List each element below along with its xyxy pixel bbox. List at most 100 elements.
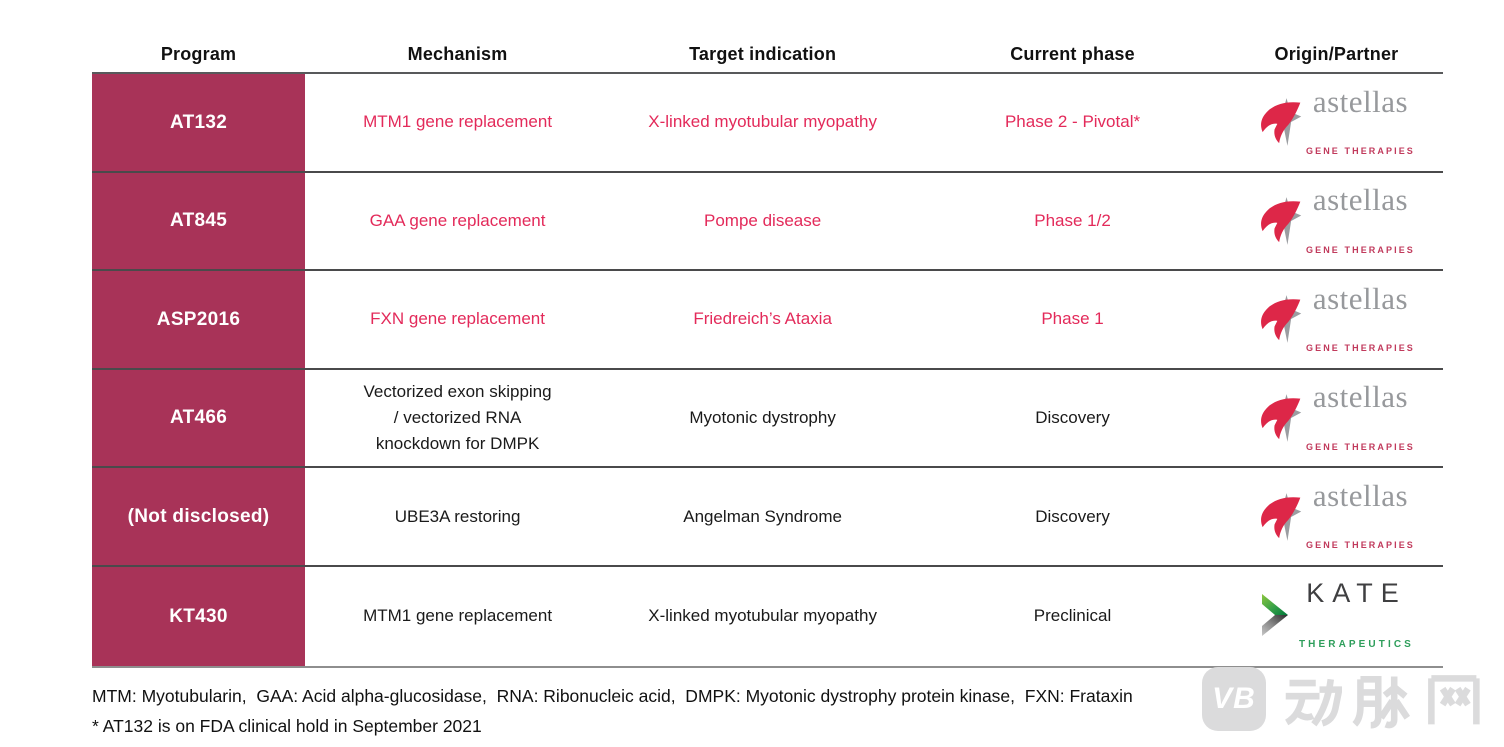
- indication-cell: Myotonic dystrophy: [610, 370, 915, 467]
- indication-cell: X-linked myotubular myopathy: [610, 567, 915, 666]
- astellas-wordmark-block: astellas GENE THERAPIES: [1306, 257, 1415, 383]
- vb-logo-label: VB: [1212, 682, 1256, 715]
- table-row-at845: AT845 GAA gene replacement Pompe disease…: [92, 172, 1443, 272]
- header-target-indication: Target indication: [689, 43, 837, 64]
- vb-logo-icon: VB: [1202, 667, 1266, 731]
- phase-value: Discovery: [1035, 407, 1110, 427]
- header-program: Program: [160, 43, 237, 64]
- partner-cell: astellas GENE THERAPIES: [1230, 370, 1443, 467]
- mechanism-value: MTM1 gene replacement: [363, 606, 553, 626]
- program-cell: AT466: [92, 369, 306, 467]
- program-cell: AT132: [92, 74, 306, 171]
- kate-chevron-icon: [1261, 594, 1288, 637]
- watermark-characters: [1282, 668, 1482, 730]
- indication-value: Friedreich’s Ataxia: [693, 309, 832, 329]
- watermark-char-mai-icon: [1352, 676, 1411, 729]
- astellas-logo: astellas GENE THERAPIES: [1258, 59, 1415, 185]
- program-cell: AT845: [92, 172, 306, 270]
- program-label: KT430: [169, 605, 228, 627]
- astellas-subtitle: GENE THERAPIES: [1305, 146, 1415, 156]
- header-current-phase: Current phase: [1010, 43, 1135, 64]
- astellas-subtitle: GENE THERAPIES: [1305, 540, 1415, 551]
- phase-value: Phase 2 - Pivotal*: [1004, 112, 1141, 132]
- footnotes: MTM: Myotubularin, GAA: Acid alpha-gluco…: [92, 681, 1133, 741]
- table-row-at132: AT132 MTM1 gene replacement X-linked myo…: [92, 74, 1443, 173]
- astellas-flying-star-icon: [1261, 98, 1302, 147]
- program-label: (Not disclosed): [127, 505, 270, 527]
- header-origin-partner: Origin/Partner: [1274, 43, 1399, 64]
- phase-cell: Phase 1/2: [915, 173, 1230, 270]
- astellas-wordmark-block: astellas GENE THERAPIES: [1306, 355, 1415, 481]
- phase-cell: Preclinical: [915, 567, 1230, 666]
- indication-cell: Pompe disease: [610, 173, 915, 270]
- header-mechanism: Mechanism: [407, 43, 508, 64]
- phase-cell: Discovery: [915, 370, 1230, 467]
- astellas-subtitle: GENE THERAPIES: [1305, 343, 1415, 354]
- table-row-asp2016: ASP2016 FXN gene replacement Friedreich’…: [92, 271, 1443, 370]
- phase-value: Phase 1/2: [1034, 210, 1111, 230]
- table-row-at466: AT466 Vectorized exon skipping / vectori…: [92, 369, 1443, 469]
- mechanism-value: Vectorized exon skipping / vectorized RN…: [363, 381, 552, 454]
- astellas-logo: astellas GENE THERAPIES: [1258, 158, 1415, 284]
- astellas-flying-star-icon: [1261, 295, 1302, 344]
- astellas-wordmark-block: astellas GENE THERAPIES: [1306, 158, 1415, 284]
- pipeline-table: Program Mechanism Target indication Curr…: [92, 36, 1443, 668]
- kate-wordmark-block: KATE THERAPEUTICS: [1299, 554, 1414, 679]
- mechanism-cell: FXN gene replacement: [305, 271, 610, 368]
- mechanism-cell: MTM1 gene replacement: [305, 567, 610, 666]
- astellas-subtitle: GENE THERAPIES: [1305, 244, 1415, 255]
- mechanism-value: UBE3A restoring: [394, 506, 521, 526]
- indication-value: Pompe disease: [704, 210, 822, 230]
- mechanism-cell: MTM1 gene replacement: [305, 74, 610, 171]
- abbreviation-note: MTM: Myotubularin, GAA: Acid alpha-gluco…: [92, 686, 1133, 706]
- table-row-not-disclosed: (Not disclosed) UBE3A restoring Angelman…: [92, 468, 1443, 567]
- astellas-wordmark: astellas: [1312, 478, 1409, 514]
- program-label: AT466: [169, 407, 228, 429]
- phase-cell: Phase 2 - Pivotal*: [915, 74, 1230, 171]
- indication-cell: X-linked myotubular myopathy: [610, 74, 915, 171]
- astellas-wordmark: astellas: [1312, 182, 1409, 218]
- astellas-wordmark: astellas: [1312, 280, 1409, 316]
- program-cell: ASP2016: [92, 271, 306, 368]
- table-row-kt430: KT430 MTM1 gene replacement X-linked myo…: [92, 566, 1443, 666]
- phase-value: Preclinical: [1033, 606, 1112, 626]
- partner-cell: KATE THERAPEUTICS: [1230, 567, 1443, 666]
- indication-cell: Angelman Syndrome: [610, 468, 915, 565]
- program-label: ASP2016: [156, 308, 241, 330]
- phase-cell: Discovery: [915, 468, 1230, 565]
- program-cell: KT430: [92, 566, 306, 666]
- watermark-char-wang-icon: [1428, 675, 1480, 725]
- astellas-wordmark: astellas: [1312, 379, 1409, 415]
- indication-value: X-linked myotubular myopathy: [648, 112, 877, 132]
- kate-wordmark: KATE: [1306, 578, 1407, 609]
- indication-value: Myotonic dystrophy: [689, 407, 836, 427]
- program-label: AT132: [169, 111, 228, 133]
- vbdata-watermark: VB 动脉: [1202, 667, 1482, 731]
- kate-subtitle: THERAPEUTICS: [1298, 638, 1414, 650]
- partner-cell: astellas GENE THERAPIES: [1230, 468, 1443, 565]
- indication-value: Angelman Syndrome: [683, 506, 842, 526]
- astellas-logo: astellas GENE THERAPIES: [1258, 355, 1415, 481]
- mechanism-cell: GAA gene replacement: [305, 173, 610, 270]
- partner-cell: astellas GENE THERAPIES: [1230, 173, 1443, 270]
- mechanism-value: MTM1 gene replacement: [363, 112, 553, 132]
- program-cell: (Not disclosed): [92, 468, 306, 565]
- astellas-wordmark-block: astellas GENE THERAPIES: [1306, 59, 1415, 185]
- asterisk-note: * AT132 is on FDA clinical hold in Septe…: [92, 716, 482, 737]
- indication-value: X-linked myotubular myopathy: [648, 606, 877, 626]
- astellas-subtitle: GENE THERAPIES: [1305, 441, 1415, 452]
- table-header-row: Program Mechanism Target indication Curr…: [92, 36, 1443, 72]
- table-body: AT132 MTM1 gene replacement X-linked myo…: [92, 72, 1443, 668]
- mechanism-cell: Vectorized exon skipping / vectorized RN…: [305, 370, 610, 467]
- mechanism-value: GAA gene replacement: [369, 210, 546, 230]
- mechanism-value: FXN gene replacement: [370, 309, 545, 329]
- indication-cell: Friedreich’s Ataxia: [610, 271, 915, 368]
- phase-value: Phase 1: [1041, 309, 1104, 329]
- astellas-logo: astellas GENE THERAPIES: [1258, 257, 1415, 383]
- program-label: AT845: [169, 210, 228, 232]
- astellas-wordmark-block: astellas GENE THERAPIES: [1306, 454, 1415, 580]
- partner-cell: astellas GENE THERAPIES: [1230, 271, 1443, 368]
- astellas-flying-star-icon: [1261, 196, 1302, 245]
- partner-cell: astellas GENE THERAPIES: [1230, 74, 1443, 171]
- astellas-flying-star-icon: [1261, 394, 1302, 442]
